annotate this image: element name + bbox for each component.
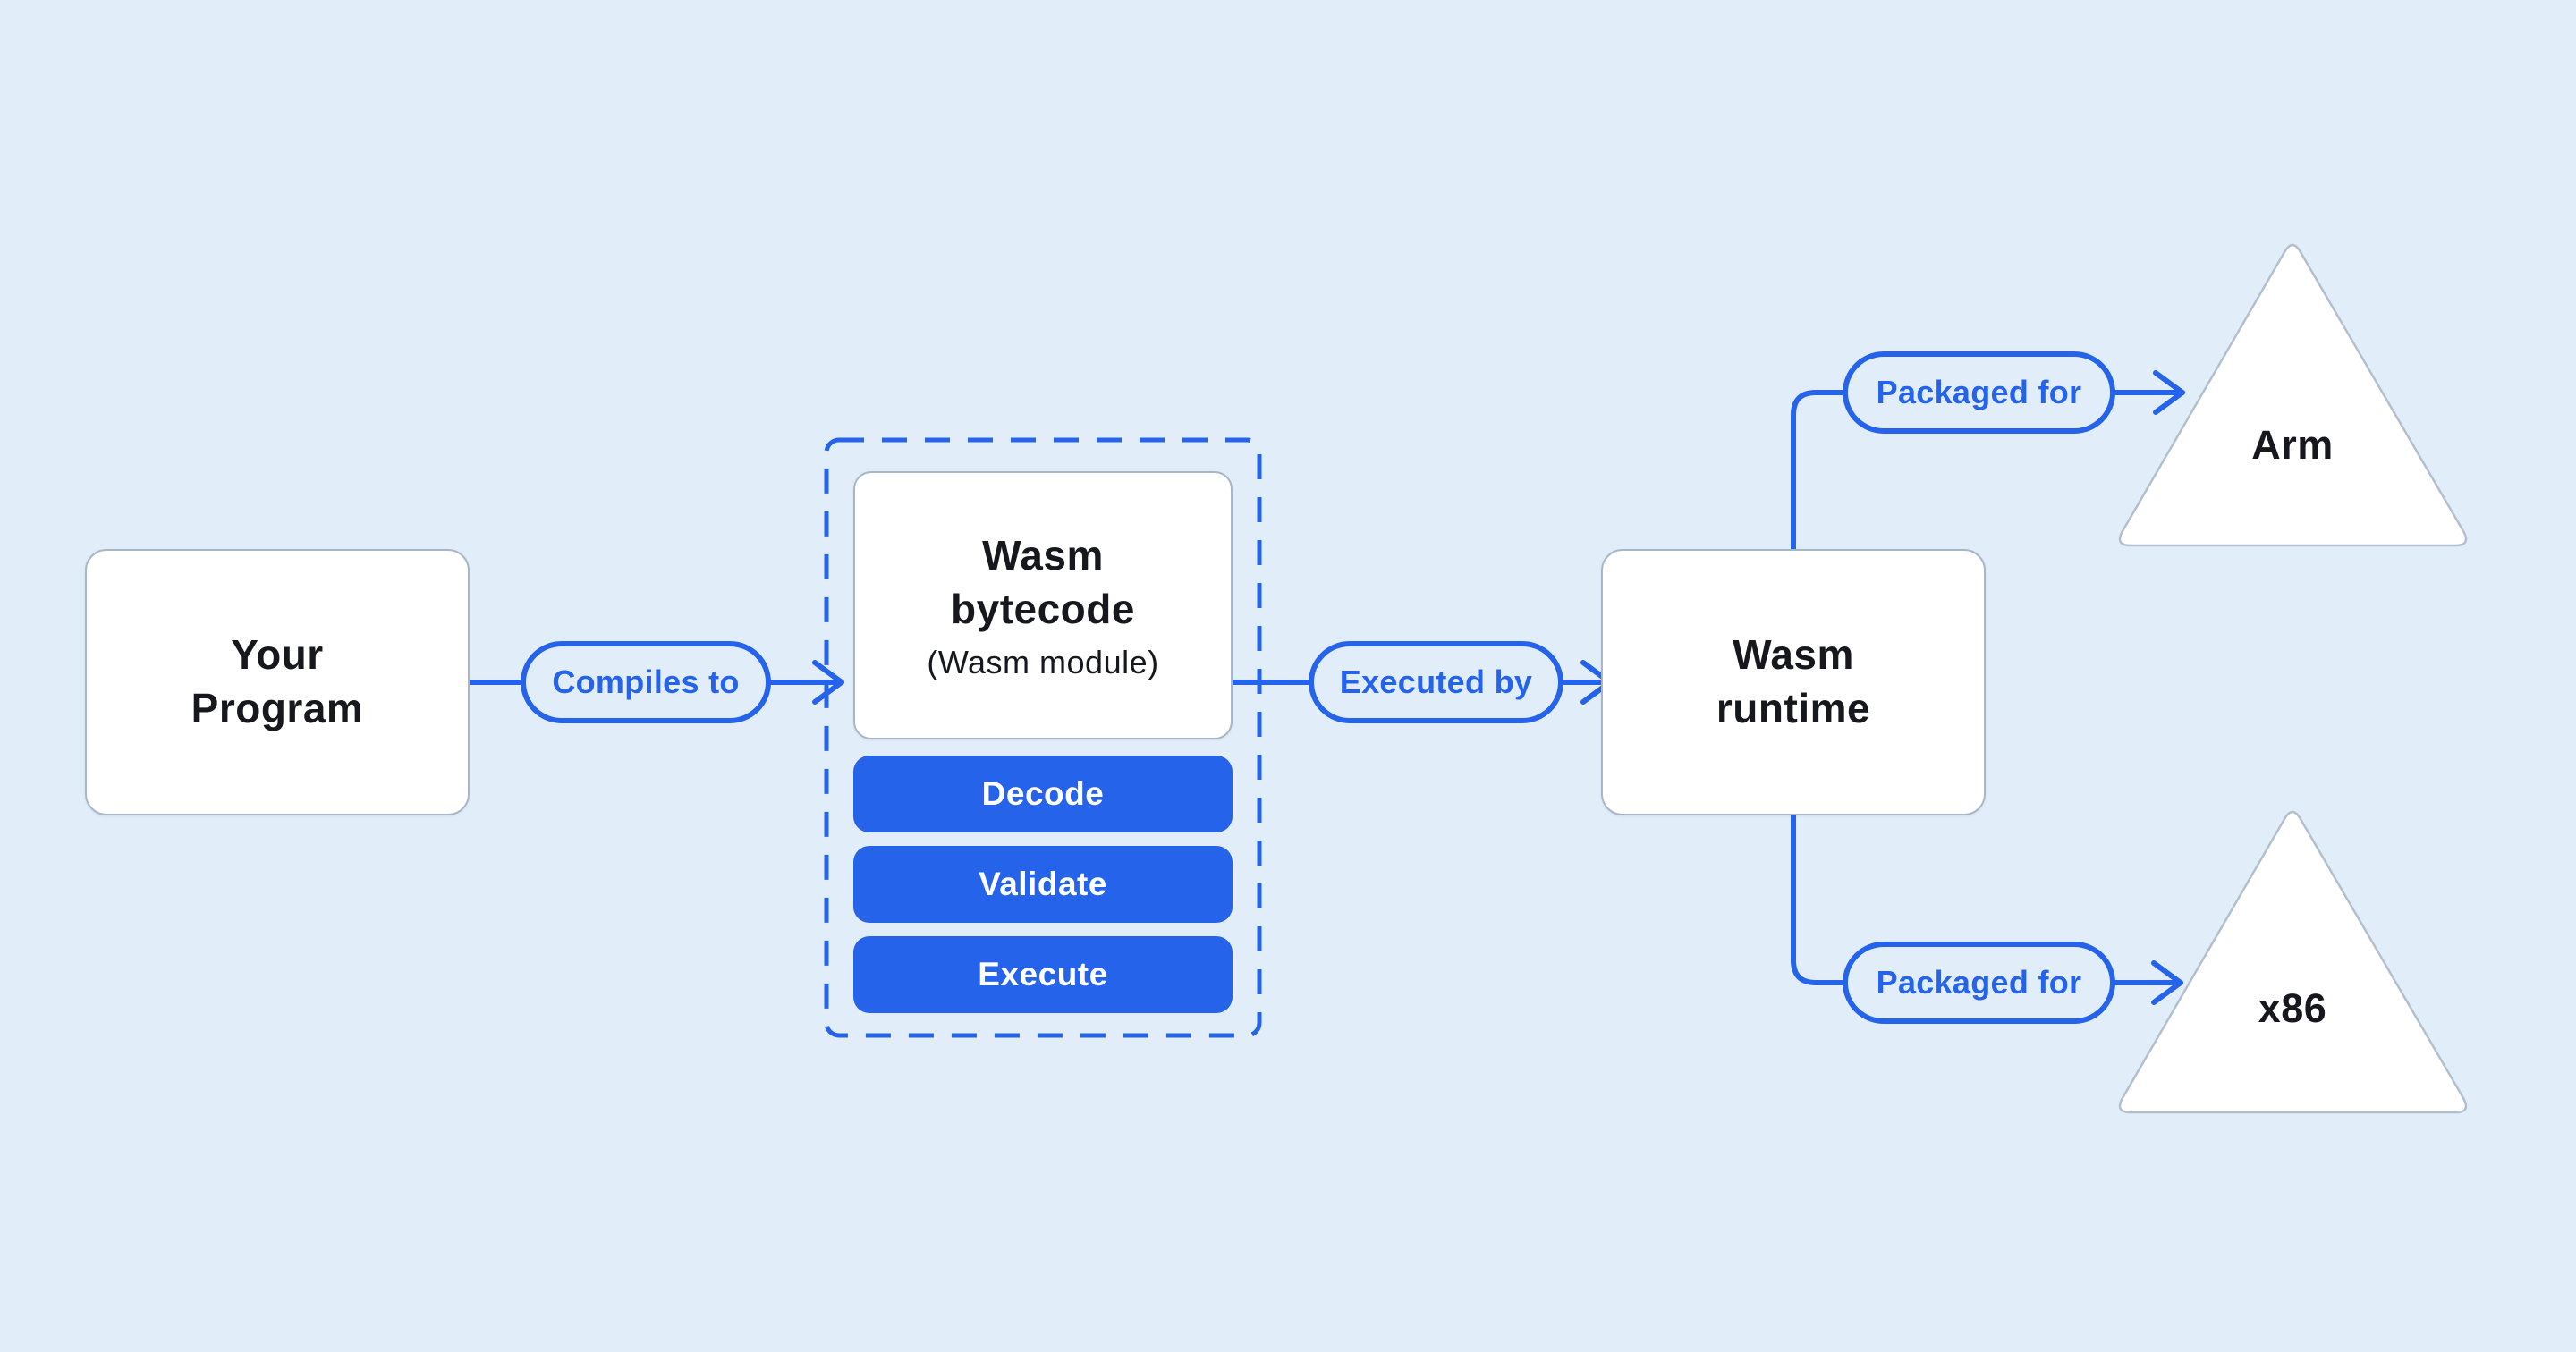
wasm-runtime-title: Wasm runtime [1716, 631, 1871, 731]
validate-step: Validate [853, 846, 1233, 923]
wasm-runtime-node: Wasm runtime [1601, 549, 1986, 815]
arrow-packaged-to-arm [2113, 370, 2185, 415]
arm-target-label: Arm [2251, 422, 2334, 468]
arrow-compiles-to-bytecode [768, 660, 844, 705]
dashed-module-container [824, 437, 1262, 1038]
x86-target-label: x86 [2258, 985, 2327, 1031]
edge-label-packaged-for-arm: Packaged for [1843, 351, 2115, 434]
wasm-bytecode-title: Wasm bytecode [951, 532, 1135, 632]
wasm-bytecode-node: Wasm bytecode (Wasm module) [853, 471, 1233, 739]
x86-triangle [2118, 810, 2468, 1114]
connector-runtime-to-packaged-arm [1791, 390, 1845, 552]
your-program-title: Your Program [191, 631, 364, 731]
edge-label-executed-by: Executed by [1309, 641, 1563, 723]
arrow-packaged-to-x86 [2113, 960, 2183, 1005]
connector-runtime-to-packaged-x86 [1791, 813, 1845, 985]
execute-step: Execute [853, 936, 1233, 1013]
edge-label-compiles-to: Compiles to [521, 641, 771, 723]
decode-step: Decode [853, 756, 1233, 832]
wasm-bytecode-subtitle: (Wasm module) [927, 643, 1159, 680]
edge-label-packaged-for-x86: Packaged for [1843, 942, 2115, 1024]
your-program-node: Your Program [85, 549, 470, 815]
arm-triangle [2118, 243, 2468, 547]
